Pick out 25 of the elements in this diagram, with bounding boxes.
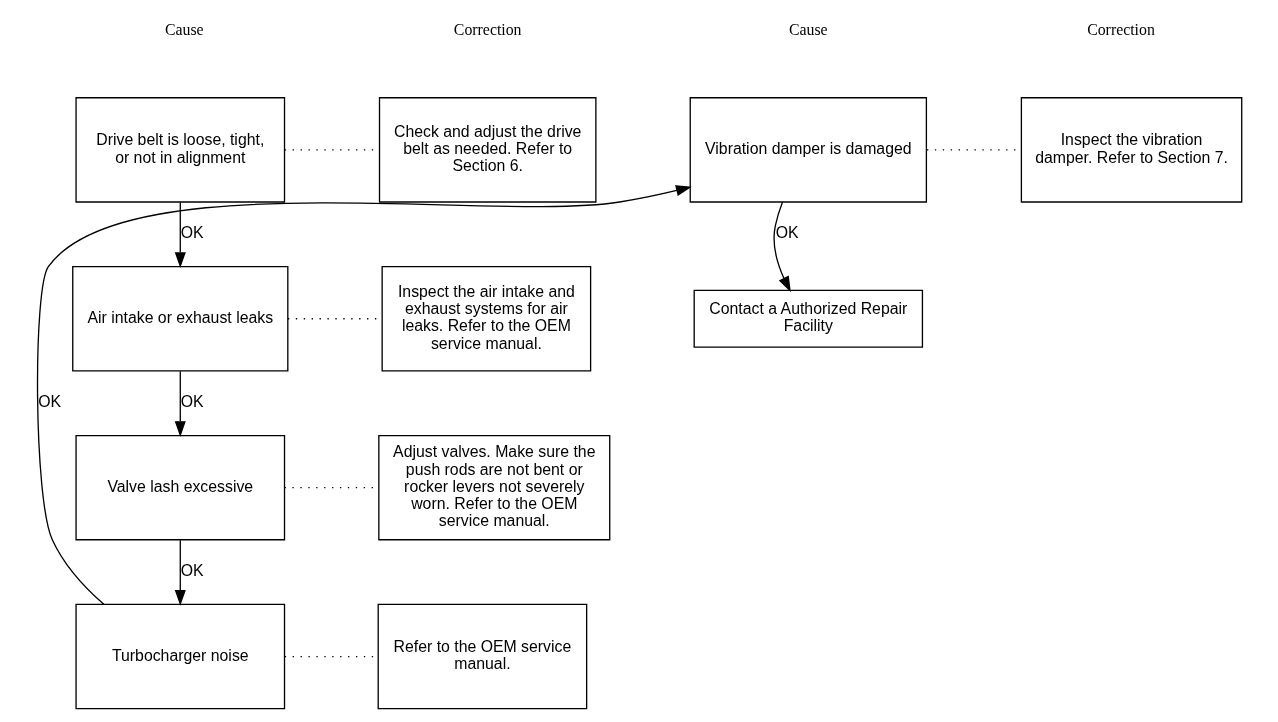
node-box: Drive belt is loose, tight, or not in alignment [74,97,285,203]
node-box: Check and adjust the drive belt as needed. Refer to Section 6. [378,97,597,203]
edge-label: OK [37,393,61,411]
edge-label: OK [180,562,204,580]
arrow [174,370,186,437]
node-box: Vibration damper is damaged [689,97,927,203]
arrow [174,539,186,606]
arrow [174,201,186,269]
node-box: Valve lash excessive [74,434,285,541]
label: Correction [453,21,522,39]
arrow [772,201,791,293]
node-box: Refer to the OEM service manual. [377,603,587,710]
node-box: Inspect the vibration damper. Refer to Section 7. [1020,97,1242,203]
node-box: Contact a Authorized Repair Facility [693,289,923,348]
node-box: Turbocharger noise [74,603,285,710]
node-box: Air intake or exhaust leaks [71,266,288,372]
node-box: Inspect the air intake and exhaust systems for air leaks. Refer to the OEM service manual. [381,266,591,372]
label: Cause [164,21,204,39]
edge-label: OK [180,224,204,242]
label: Cause [788,21,828,39]
edge-label: OK [180,393,204,411]
arrow [36,185,692,605]
label: Correction [1086,21,1155,39]
edge-label: OK [775,224,799,242]
node-box: Adjust valves. Make sure the push rods are not bent or rocker levers not severely worn. Refer to the OEM service manual. [377,434,610,541]
